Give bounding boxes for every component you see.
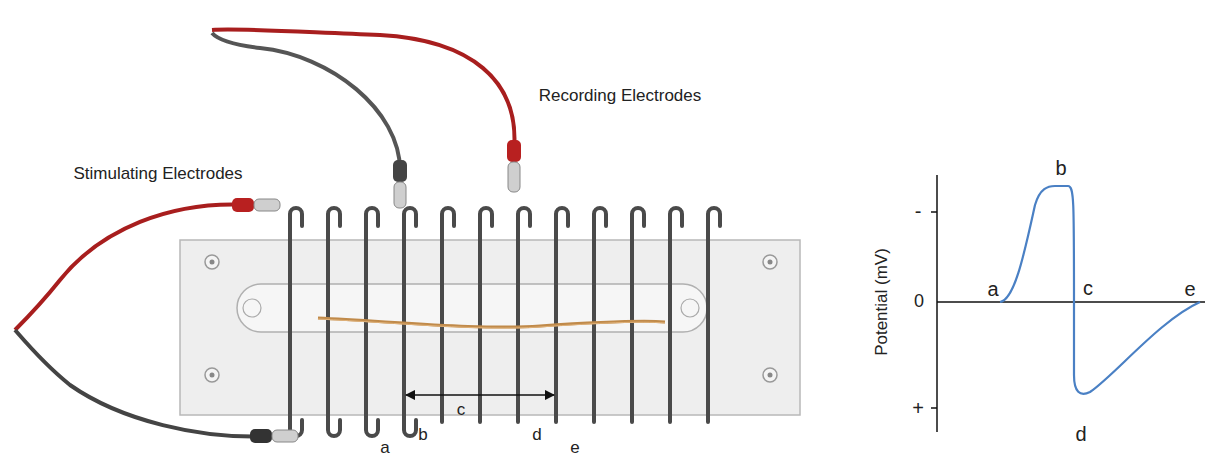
trace-point-label: c xyxy=(1083,277,1093,299)
recording-lead-red xyxy=(212,29,514,150)
electrode-letter: a xyxy=(380,439,389,458)
trough-well xyxy=(243,299,261,317)
nerve-highlight xyxy=(318,319,665,328)
trace-point-label: a xyxy=(987,278,998,300)
electrode-label: Recording Electrodes xyxy=(539,87,702,106)
screw-centers xyxy=(210,260,773,378)
clips xyxy=(232,140,521,443)
trace-point-label: b xyxy=(1055,157,1066,179)
trace-point-label: e xyxy=(1184,278,1195,300)
recording-lead-black xyxy=(212,33,400,170)
nerve xyxy=(318,318,665,327)
axis-tick-label: - xyxy=(915,200,922,222)
tick xyxy=(931,407,937,409)
axis-title: Potential (mV) xyxy=(873,248,892,356)
trough-well xyxy=(681,299,699,317)
electrode-letter: b xyxy=(418,426,427,445)
stimulating-lead-red xyxy=(15,204,250,330)
distance-arrow xyxy=(406,394,554,396)
electrode-label: Stimulating Electrodes xyxy=(73,165,242,184)
x-axis xyxy=(937,301,1205,303)
electrode-letter: c xyxy=(457,401,466,420)
electrode-letter: d xyxy=(532,426,541,445)
stimulating-lead-black xyxy=(15,330,272,437)
tick xyxy=(931,211,937,213)
action-potential-trace xyxy=(1000,186,1200,394)
trace-point-label: d xyxy=(1075,423,1086,445)
y-axis xyxy=(936,175,938,432)
axis-tick-label: + xyxy=(912,397,924,419)
axis-tick-label: 0 xyxy=(914,292,924,312)
nerve-trough xyxy=(237,284,707,332)
electrode-wires xyxy=(290,208,720,436)
electrode-letter: e xyxy=(570,439,579,458)
